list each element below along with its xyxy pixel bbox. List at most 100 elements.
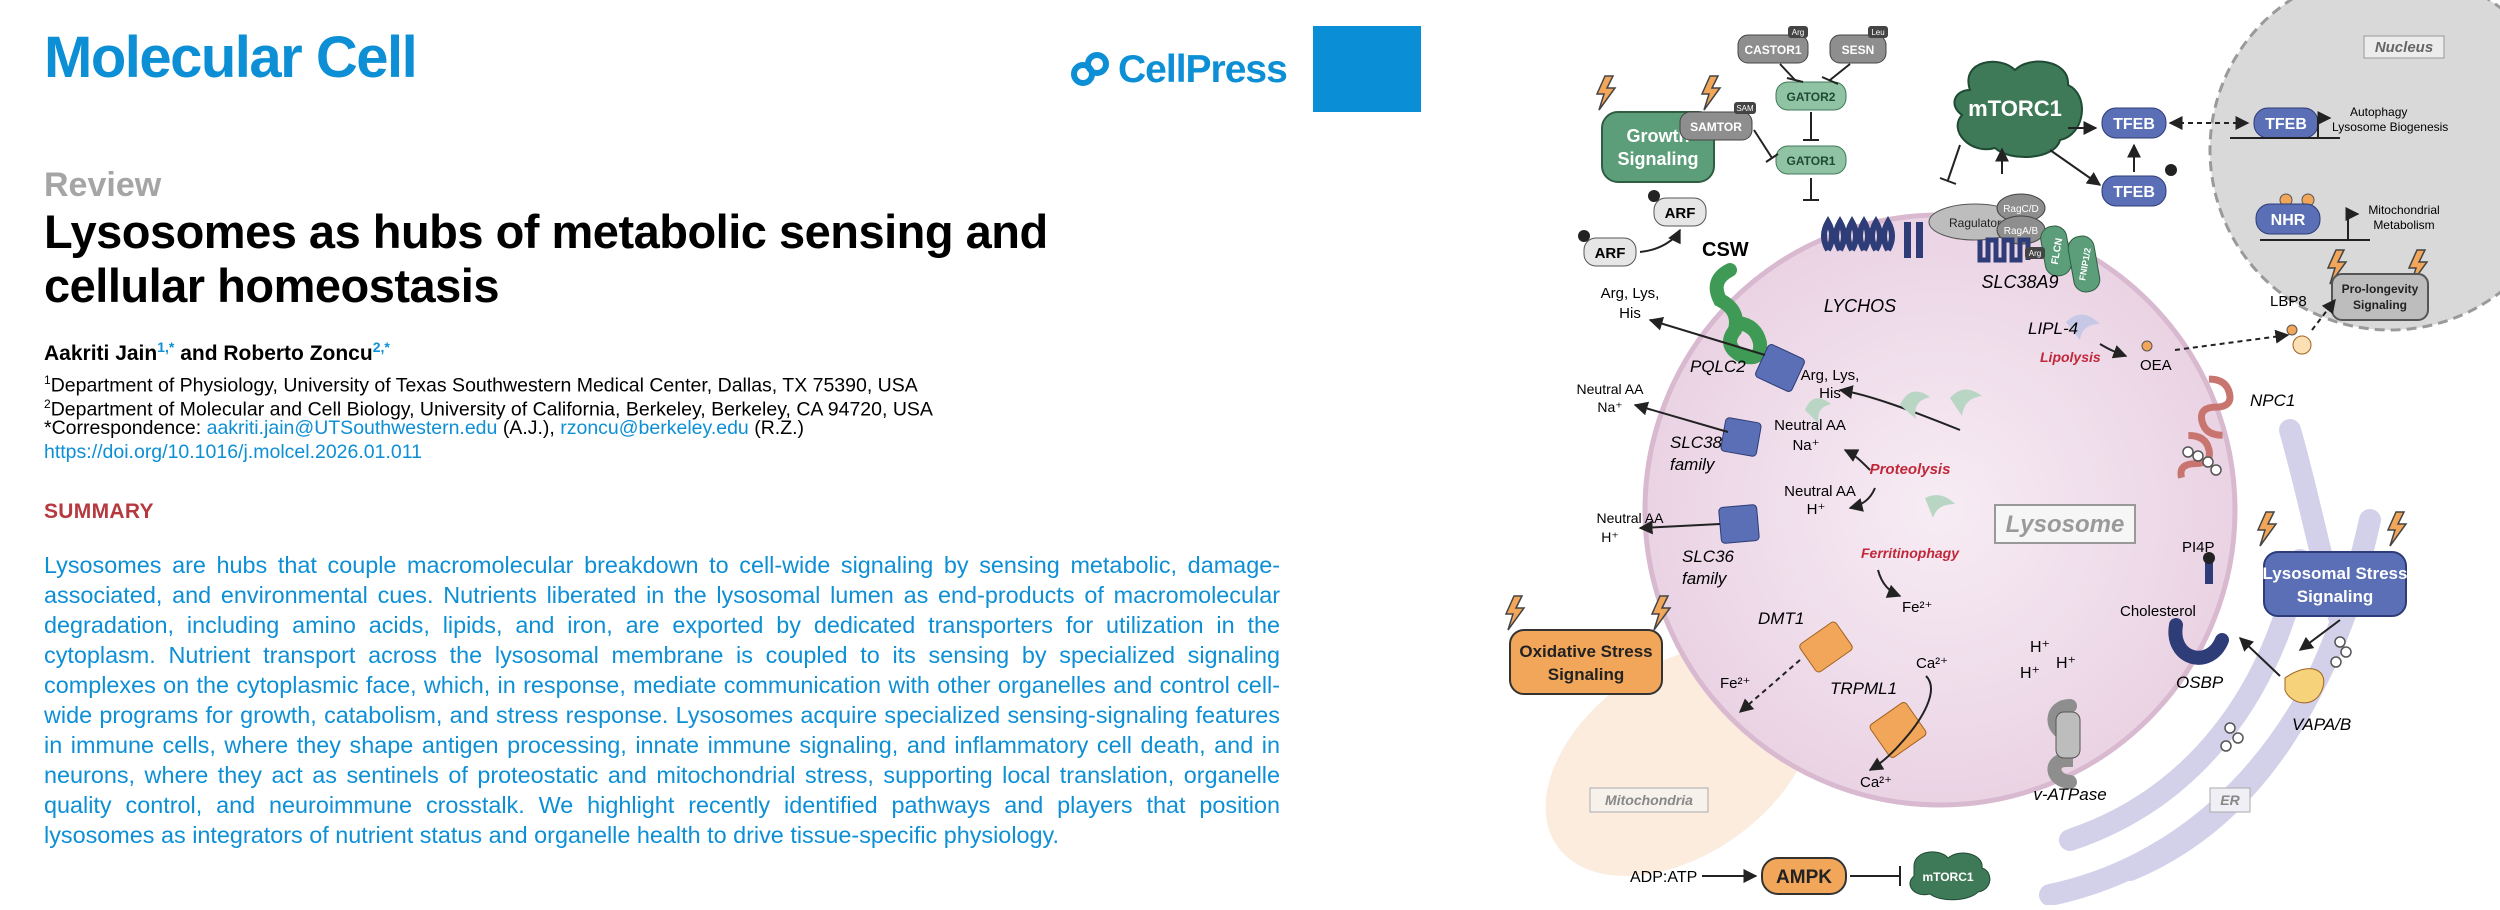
tfeb-phospho[interactable]: TFEB [2101, 164, 2177, 207]
slc38a9-label: SLC38A9 [1981, 272, 2058, 292]
fe-outside-label: Fe²⁺ [1720, 675, 1750, 692]
trpml1-channel[interactable]: TRPML1 Ca²⁺ Ca²⁺ [1830, 655, 1948, 791]
pro-longevity-box[interactable]: Pro-longevity Signaling [2327, 249, 2429, 321]
affiliation-1-number: 1 [44, 373, 51, 387]
slc36-out-neutral-aa: Neutral AA [1597, 510, 1665, 526]
doi-link[interactable]: https://doi.org/10.1016/j.molcel.2026.01… [44, 441, 422, 463]
email-link-1[interactable]: aakriti.jain@UTSouthwestern.edu [206, 417, 498, 439]
nhr-label: NHR [2271, 212, 2306, 229]
author-line: Aakriti Jain1,* and Roberto Zoncu2,* [44, 339, 390, 366]
vatpase-label: v-ATPase [2033, 785, 2106, 804]
ragcd-label: RagC/D [2003, 204, 2039, 215]
tfeb-label-1: TFEB [2113, 116, 2155, 133]
pro-longevity-line2: Signaling [2353, 298, 2407, 312]
lysosomal-stress-box[interactable]: Lysosomal Stress Signaling [2257, 511, 2407, 617]
npc1-transporter[interactable]: NPC1 [2174, 375, 2295, 486]
gator2[interactable]: GATOR2 [1775, 81, 1847, 111]
mito-metabolism-line1: Mitochondrial [2368, 203, 2439, 217]
ca-outside-label: Ca²⁺ [1860, 774, 1892, 791]
dmt1-label: DMT1 [1758, 609, 1804, 628]
slc36-out-h: H⁺ [1601, 529, 1619, 545]
author-1[interactable]: Aakriti Jain [44, 342, 158, 365]
slc38-in-neutral-aa: Neutral AA [1774, 417, 1846, 434]
tfeb-cytoplasmic[interactable]: TFEB [2101, 107, 2167, 139]
ferritinophagy: Ferritinophagy Fe²⁺ [1861, 545, 1960, 616]
slc38a9-transporter[interactable]: Arg SLC38A9 [1977, 237, 2059, 292]
flcn-fnip[interactable]: FLCN FNIP1/2 [2039, 224, 2102, 294]
nhr[interactable]: NHR Mitochondrial Metabolism [2255, 193, 2440, 241]
growth-signaling-line1: Growth [1627, 126, 1690, 146]
gator2-label: GATOR2 [1787, 90, 1836, 104]
slc38-out-neutral-aa: Neutral AA [1577, 381, 1645, 397]
v-atpase[interactable]: H⁺ H⁺ H⁺ v-ATPase [2020, 639, 2107, 804]
arf-label-2: ARF [1665, 205, 1696, 222]
lipl4-lipolysis[interactable]: LIPL-4 Lipolysis OEA LBP8 [2028, 293, 2336, 374]
graphical-abstract: Nucleus Mitochondria ER Lysosome Growth … [1470, 0, 2500, 906]
nucleus: Nucleus [2208, 0, 2500, 332]
slc38-label-line2: family [1670, 455, 1716, 474]
cholesterol-label: Cholesterol [2120, 603, 2196, 620]
gator1[interactable]: GATOR1 [1775, 145, 1847, 175]
mtorc1-small-label: mTORC1 [1922, 870, 1973, 884]
oxidative-stress-box[interactable]: Oxidative Stress Signaling [1505, 595, 1671, 695]
pro-longevity-line1: Pro-longevity [2342, 282, 2419, 296]
ampk-axis[interactable]: ADP:ATP AMPK mTORC1 [1630, 851, 1991, 901]
summary-heading: SUMMARY [44, 500, 154, 523]
proteolysis-label: Proteolysis [1870, 461, 1951, 478]
author-conjunction: and [180, 342, 218, 365]
dmt1-transporter[interactable]: DMT1 Fe²⁺ [1720, 609, 1854, 713]
slc36-transporter[interactable]: Neutral AA H⁺ Neutral AA H⁺ SLC36 family [1597, 483, 1856, 588]
slc36-in-h: H⁺ [1807, 501, 1826, 518]
slc36-label-line2: family [1682, 569, 1728, 588]
sensor-inhibition-lines [1753, 63, 1851, 201]
affiliation-2-text: Department of Molecular and Cell Biology… [50, 398, 933, 421]
osbp-vap-contact[interactable]: PI4P Cholesterol OSBP VAPA/B [2120, 539, 2352, 752]
arf-gtpase[interactable]: ARF ARF [1578, 190, 1707, 267]
affiliation-1-text: Department of Physiology, University of … [50, 374, 918, 397]
growth-signaling-line2: Signaling [1618, 149, 1699, 169]
ragulator-complex[interactable]: Ragulator RagC/D RagA/B [1928, 193, 2046, 245]
pi4p-label: PI4P [2182, 539, 2215, 556]
slc36-in-neutral-aa: Neutral AA [1784, 483, 1856, 500]
lysosome-label: Lysosome [2006, 511, 2125, 538]
trpml1-label: TRPML1 [1830, 679, 1897, 698]
tfeb-nuclear[interactable]: TFEB [2253, 107, 2319, 139]
adp-atp-label: ADP:ATP [1630, 869, 1697, 886]
publisher-logo[interactable]: CellPress [1070, 44, 1288, 96]
affiliation-2: 2Department of Molecular and Cell Biolog… [44, 392, 933, 422]
gator1-label: GATOR1 [1787, 154, 1836, 168]
cellpress-logo-icon [1071, 52, 1109, 86]
correspondence: *Correspondence: aakriti.jain@UTSouthwes… [44, 416, 804, 440]
pqlc2-transporter[interactable]: PQLC2 Arg, Lys, His Arg, Lys, His [1601, 285, 1860, 402]
email-1-tag: (A.J.), [502, 417, 555, 439]
lychos-transporter[interactable]: LYCHOS [1821, 215, 1923, 316]
castor1-label: CASTOR1 [1744, 43, 1801, 57]
article-header-column: Molecular Cell CellPress Review Lysosome… [44, 25, 1421, 848]
flcn-label: FLCN [2050, 237, 2065, 265]
slc38-transporter[interactable]: Neutral AA Na⁺ Neutral AA Na⁺ SLC38 fami… [1577, 381, 1846, 474]
mtorc1-complex[interactable]: mTORC1 [1953, 60, 2083, 158]
proteolysis: Proteolysis [1805, 385, 1982, 518]
slc38a9-arg: Arg [2029, 249, 2041, 258]
ragulator-label: Ragulator [1949, 216, 2001, 230]
er-label: ER [2220, 792, 2240, 808]
autophagy-line2: Lysosome Biogenesis [2332, 120, 2448, 134]
affiliation-2-number: 2 [44, 397, 51, 411]
lipl4-label: LIPL-4 [2028, 319, 2078, 338]
author-2[interactable]: Roberto Zoncu [223, 342, 373, 365]
lychos-label: LYCHOS [1824, 296, 1896, 316]
lysosome-label-box [1994, 504, 2136, 544]
mtorc1-label: mTORC1 [1968, 96, 2062, 121]
tfeb-label-2: TFEB [2113, 184, 2155, 201]
email-link-2[interactable]: rzoncu@berkeley.edu [560, 417, 749, 439]
samtor[interactable]: SAMTOR SAM [1679, 102, 1756, 141]
article-type: Review [44, 166, 162, 204]
slc36-label-line1: SLC36 [1682, 547, 1735, 566]
sesn[interactable]: SESN Leu [1829, 26, 1888, 64]
slc38-label-line1: SLC38 [1670, 433, 1723, 452]
journal-title[interactable]: Molecular Cell [44, 25, 418, 90]
slc38-in-na: Na⁺ [1792, 437, 1819, 454]
castor1[interactable]: CASTOR1 Arg [1737, 26, 1809, 64]
castor1-arg: Arg [1792, 28, 1804, 37]
summary-text: Lysosomes are hubs that couple macromole… [44, 552, 1280, 848]
